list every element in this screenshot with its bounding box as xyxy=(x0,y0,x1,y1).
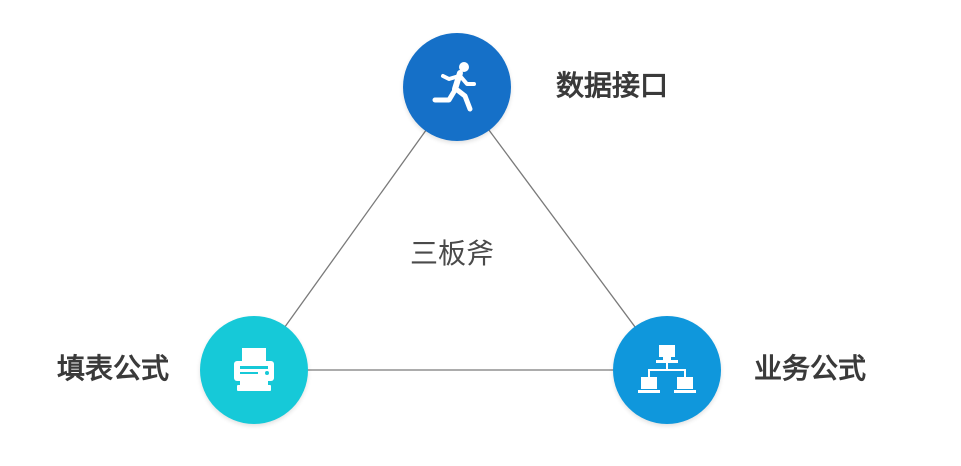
data-interface-label: 数据接口 xyxy=(556,69,669,102)
runner-icon xyxy=(432,62,476,112)
center-title: 三板斧 xyxy=(410,237,495,270)
business-formula-label: 业务公式 xyxy=(754,352,867,385)
fill-form-formula-label: 填表公式 xyxy=(57,352,170,385)
network-icon xyxy=(638,345,696,393)
edge-top-right xyxy=(456,86,668,371)
edge-top-left xyxy=(253,86,458,371)
fill-form-formula-node xyxy=(200,316,308,424)
data-interface-node xyxy=(403,33,511,141)
printer-icon xyxy=(234,348,274,391)
business-formula-node xyxy=(613,316,721,424)
